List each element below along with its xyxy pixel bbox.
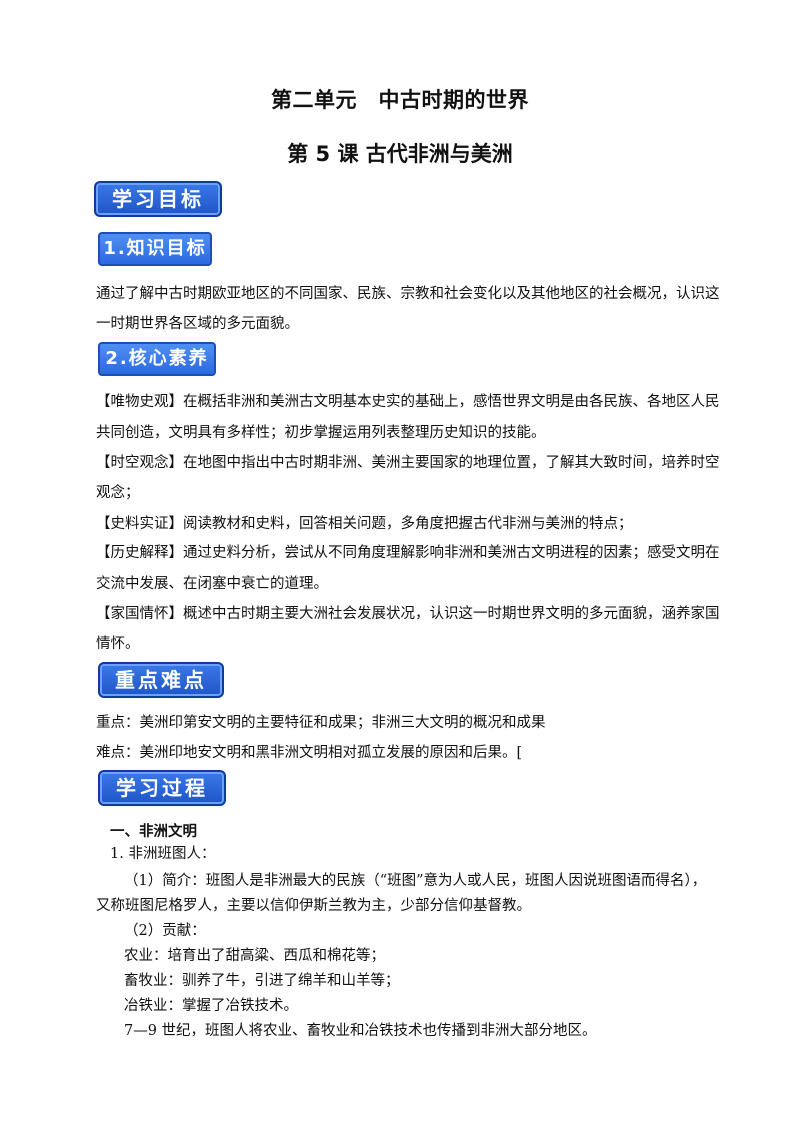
literacy-interpretation-line-1: 【历史解释】通过史料分析，尝试从不同角度理解影响非洲和美洲古文明进程的因素；感受… — [96, 545, 720, 561]
key-points-badge: 重点难点 — [98, 662, 224, 698]
literacy-materialism-line-2: 共同创造，文明具有多样性；初步掌握运用列表整理历史知识的技能。 — [96, 425, 546, 441]
literacy-patriotism-line-1: 【家国情怀】概述中古时期主要大洲社会发展状况，认识这一时期世界文明的多元面貌，涵… — [96, 606, 720, 622]
literacy-interpretation-line-2: 交流中发展、在闭塞中衰亡的道理。 — [96, 576, 328, 592]
knowledge-text-line-1: 通过了解中古时期欧亚地区的不同国家、民族、宗教和社会变化以及其他地区的社会概况，… — [96, 286, 720, 302]
bantu-spread-text: 7—9 世纪，班图人将农业、畜牧业和冶铁技术也传播到非洲大部分地区。 — [124, 1023, 597, 1039]
literacy-patriotism-line-2: 情怀。 — [96, 636, 140, 652]
lesson-title: 第 5 课 古代非洲与美洲 — [287, 142, 513, 166]
literacy-spacetime-line-1: 【时空观念】在地图中指出中古时期非洲、美洲主要国家的地理位置，了解其大致时间，培… — [96, 455, 720, 471]
core-literacy-badge: 2.核心素养 — [98, 342, 216, 376]
unit-title: 第二单元 中古时期的世界 — [271, 88, 529, 112]
bantu-agriculture-text: 农业：培育出了甜高粱、西瓜和棉花等； — [124, 948, 385, 964]
knowledge-goals-badge: 1.知识目标 — [98, 232, 212, 266]
bantu-item-title: 1. 非洲班图人： — [110, 846, 216, 862]
bantu-metallurgy-text: 冶铁业：掌握了冶铁技术。 — [124, 998, 298, 1014]
bantu-contribution-label: （2）贡献： — [124, 923, 206, 939]
bantu-intro-line-2: 又称班图尼格罗人，主要以信仰伊斯兰教为主，少部分信仰基督教。 — [96, 898, 531, 914]
important-points-text: 重点：美洲印第安文明的主要特征和成果；非洲三大文明的概况和成果 — [96, 715, 546, 731]
literacy-materialism-line-1: 【唯物史观】在概括非洲和美洲古文明基本史实的基础上，感悟世界文明是由各民族、各地… — [96, 394, 720, 410]
knowledge-text-line-2: 一时期世界各区域的多元面貌。 — [96, 316, 299, 332]
africa-civilization-heading: 一、非洲文明 — [110, 824, 197, 840]
bantu-husbandry-text: 畜牧业：驯养了牛，引进了绵羊和山羊等； — [124, 973, 400, 989]
literacy-spacetime-line-2: 观念； — [96, 485, 140, 501]
literacy-evidence-line-1: 【史料实证】阅读教材和史料，回答相关问题，多角度把握古代非洲与美洲的特点； — [96, 516, 633, 532]
difficult-points-text: 难点：美洲印地安文明和黑非洲文明相对孤立发展的原因和后果。[ — [96, 745, 523, 761]
bantu-intro-line-1: （1）简介：班图人是非洲最大的民族（“班图”意为人或人民，班图人因说班图语而得名… — [124, 873, 707, 889]
learning-goals-badge: 学习目标 — [94, 181, 222, 217]
learning-process-badge: 学习过程 — [98, 770, 226, 806]
